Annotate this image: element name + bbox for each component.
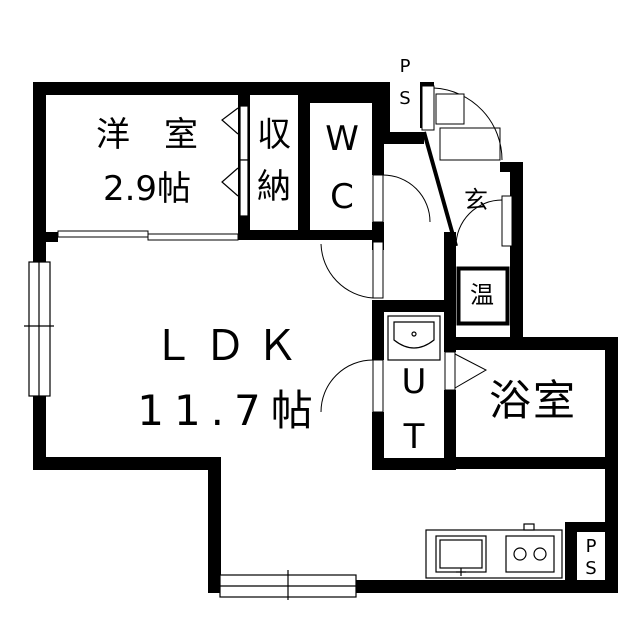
walls [33, 82, 618, 593]
ut-label-1: U [401, 362, 427, 402]
wall-ut-top [372, 300, 456, 312]
entrance-step-line [422, 131, 458, 247]
entry-inner-leaf [501, 195, 513, 247]
wall-storage-right [298, 95, 310, 240]
ut-door-leaf [372, 359, 384, 413]
ut-door-arc [320, 359, 374, 413]
wall-hall-top [380, 132, 424, 144]
entry-inner-arc [455, 199, 503, 247]
ldk-door-arc [320, 243, 374, 299]
storage-fold-a [221, 107, 239, 135]
water-heater-box [456, 266, 510, 326]
entrance-label: 玄 [464, 186, 488, 214]
wall-wc-right-low [372, 222, 384, 242]
ps-top-label-1: P [399, 56, 411, 77]
wall-bath-top [450, 337, 618, 350]
storage-fold-b [221, 167, 239, 197]
bath-door-leaf [444, 351, 456, 391]
kitchen [425, 523, 563, 579]
wall-ut-left-top [372, 300, 384, 360]
wall-top [33, 82, 390, 95]
kitchen-sink-inner [439, 539, 483, 569]
shoe-cabinet [435, 93, 465, 125]
sliding-panel-b [147, 233, 239, 241]
entrance-door-leaf [421, 85, 435, 131]
wall-right-entry [510, 162, 523, 350]
ldk-name: ＬＤＫ [151, 321, 308, 370]
ps-bottom-label-2: S [585, 558, 597, 579]
storage-label-1: 収 [257, 115, 291, 155]
bath-label: 浴室 [488, 376, 577, 425]
storage-doors [221, 105, 249, 217]
wall-wc-right [372, 95, 384, 175]
wall-western-stub [46, 232, 58, 242]
burner-left [513, 547, 527, 561]
wall-bottom-left [33, 457, 221, 470]
western-room-name: 洋 室 [96, 115, 198, 155]
wall-ps-bottom-left [565, 522, 577, 593]
water-heater-inner [459, 269, 507, 323]
ldk-door-leaf [372, 241, 384, 299]
wall-ut-right [444, 390, 456, 470]
wall-ut-left-bottom [372, 412, 384, 470]
wc-label-1: W [325, 119, 359, 159]
wc-label-2: C [330, 177, 354, 217]
door-swings [320, 85, 503, 413]
ps-bottom-label-1: P [585, 536, 597, 557]
washbasin [387, 315, 441, 361]
sliding-door-western [57, 230, 239, 241]
ut-label-2: T [403, 417, 425, 457]
sliding-panel-a [57, 230, 149, 238]
western-room-area: 2.9帖 [102, 169, 192, 209]
wc-door-arc [382, 174, 431, 223]
stove [505, 535, 555, 573]
wall-hall-right [444, 232, 456, 352]
washbasin-drain [411, 331, 417, 337]
wc-door-leaf [372, 174, 384, 223]
burner-right [533, 547, 547, 561]
wall-step [208, 457, 221, 593]
range-hood [523, 523, 535, 531]
storage-label-2: 納 [257, 167, 291, 207]
bath-door-fold [454, 353, 488, 389]
wall-ut-bottom [372, 458, 456, 470]
water-heater-label: 温 [470, 281, 494, 309]
ldk-area: 11.7帖 [137, 386, 323, 435]
windows [24, 261, 357, 600]
wall-bath-bottom [444, 457, 618, 469]
entrance-door-arc [433, 87, 503, 161]
ps-top-label-2: S [399, 88, 411, 109]
storage-door-b [239, 159, 249, 217]
wall-wc-top [310, 95, 384, 103]
storage-door-a [239, 105, 249, 161]
entry-step [439, 127, 501, 161]
wall-entry-corner [500, 162, 523, 172]
wall-ps-bottom-top [565, 522, 618, 532]
